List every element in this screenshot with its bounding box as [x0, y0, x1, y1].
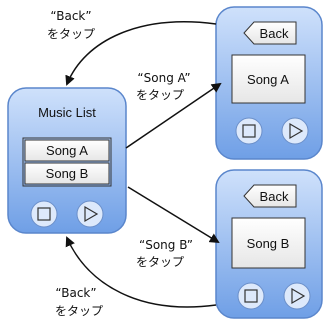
song-a-device: Back Song A — [215, 6, 323, 160]
music-list-device: Music List Song A Song B — [7, 87, 127, 234]
annotation-song-a: “Song A” をタップ — [136, 71, 191, 102]
annotation-back-bottom-line1: “Back” — [55, 286, 96, 300]
arrow-back-from-a — [65, 21, 217, 86]
song-b-list-item[interactable]: Song B — [24, 162, 110, 185]
annotation-song-b-line2: をタップ — [136, 255, 184, 269]
annotation-song-b-line1: “Song B” — [139, 238, 193, 252]
back-button-b-label: Back — [260, 189, 289, 204]
song-a-list-item[interactable]: Song A — [24, 139, 110, 162]
arrow-back-from-b — [65, 236, 217, 308]
back-button-a[interactable]: Back — [243, 21, 297, 45]
stop-button-b[interactable] — [237, 282, 265, 310]
song-a-list-label: Song A — [46, 143, 88, 158]
annotation-song-b: “Song B” をタップ — [136, 238, 193, 269]
annotation-back-bottom: “Back” をタップ — [55, 286, 103, 318]
play-icon — [289, 122, 304, 140]
play-button-a[interactable] — [281, 117, 309, 145]
stop-icon — [244, 289, 258, 303]
annotation-song-a-line1: “Song A” — [137, 71, 190, 85]
song-b-list-label: Song B — [46, 166, 89, 181]
stop-button[interactable] — [30, 200, 58, 228]
play-icon — [291, 287, 306, 305]
play-button-b[interactable] — [283, 282, 311, 310]
song-b-device: Back Song B — [215, 169, 323, 319]
song-b-panel: Song B — [231, 217, 306, 269]
annotation-back-top: “Back” をタップ — [47, 9, 95, 41]
back-button-a-label: Back — [260, 26, 289, 41]
stop-icon — [37, 207, 51, 221]
song-b-panel-label: Song B — [247, 236, 290, 251]
arrow-to-song-b — [127, 186, 220, 244]
stop-button-a[interactable] — [235, 117, 263, 145]
annotation-back-top-line1: “Back” — [50, 9, 91, 23]
music-list-title: Music List — [38, 105, 96, 120]
play-icon — [84, 205, 99, 223]
annotation-back-bottom-line2: をタップ — [55, 304, 103, 318]
stop-icon — [242, 124, 256, 138]
play-button[interactable] — [76, 200, 104, 228]
annotation-back-top-line2: をタップ — [47, 27, 95, 41]
song-a-panel: Song A — [231, 54, 306, 104]
song-a-panel-label: Song A — [247, 72, 289, 87]
arrow-to-song-a — [125, 82, 222, 149]
annotation-song-a-line2: をタップ — [136, 88, 184, 102]
back-button-b[interactable]: Back — [243, 184, 297, 208]
